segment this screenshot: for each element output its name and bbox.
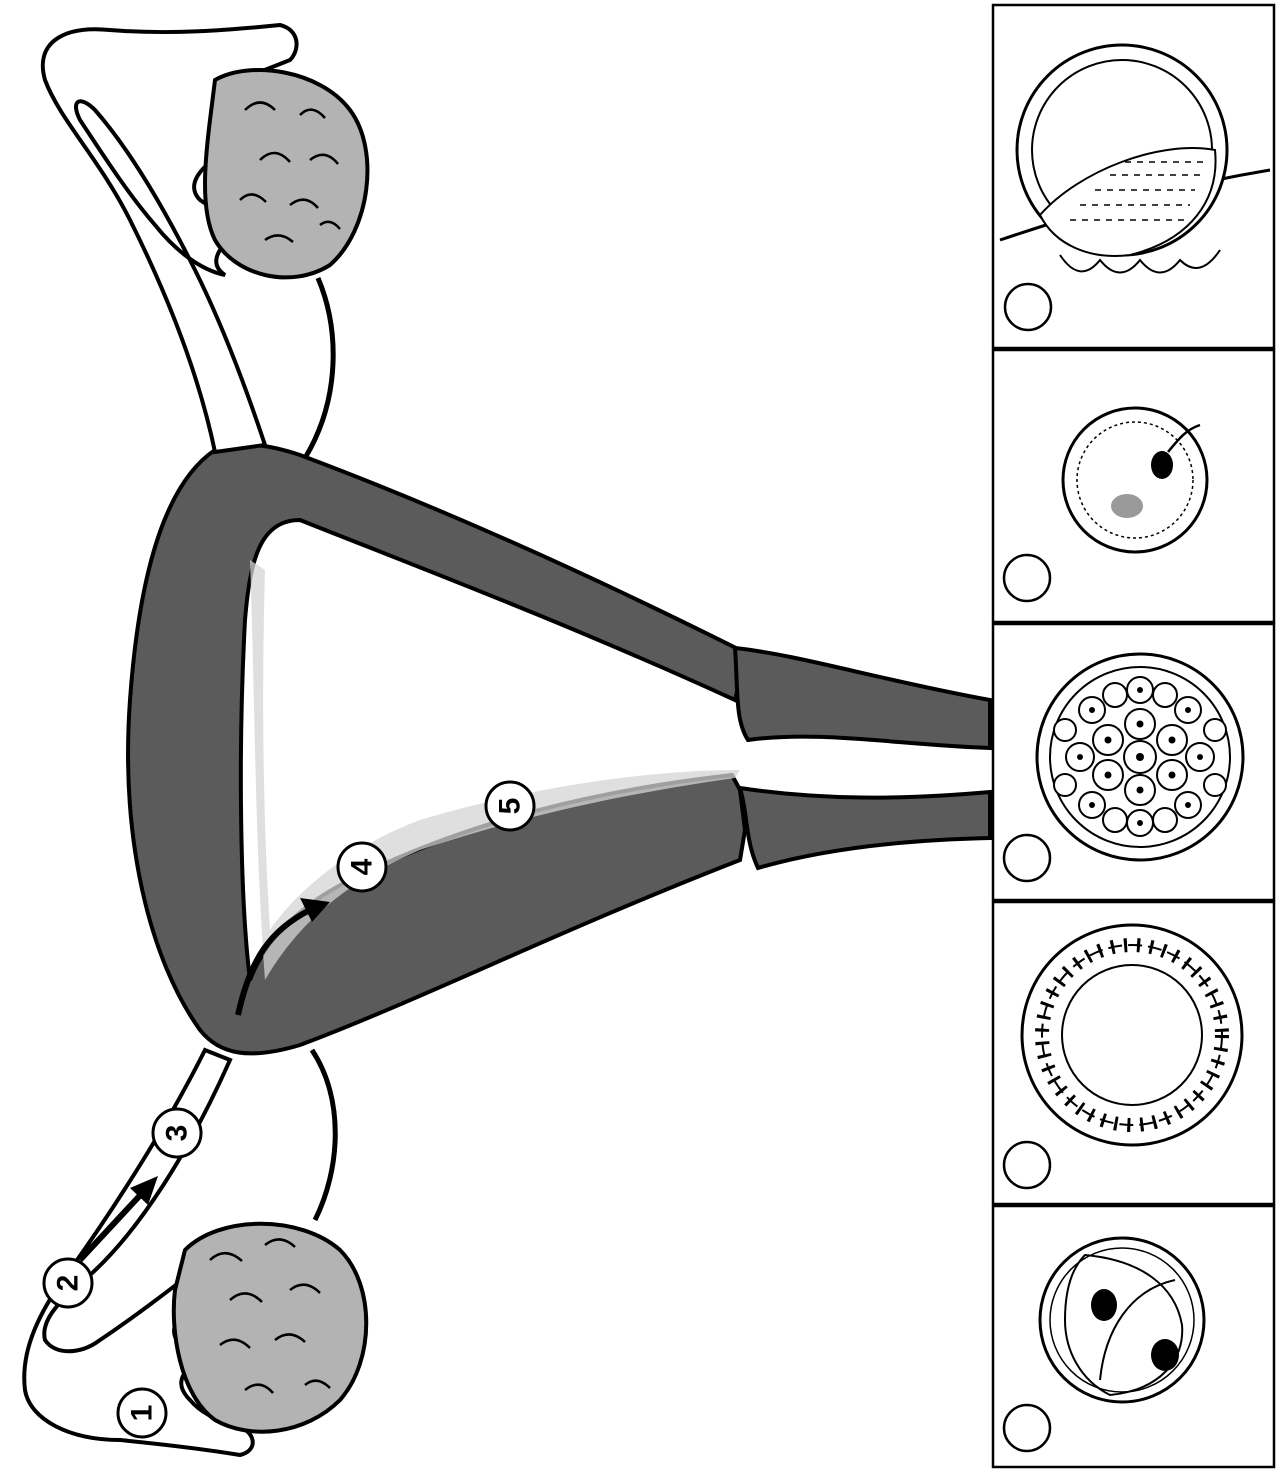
answer-circle-1[interactable] [1005, 284, 1051, 330]
step-number-5: 5 [494, 798, 527, 815]
uterus-wall [128, 445, 745, 1054]
panel-implanting-blastocyst [993, 5, 1274, 348]
panel-two-cell-stage [993, 1206, 1274, 1467]
answer-circle-2[interactable] [1004, 555, 1050, 601]
upper-ovary [205, 70, 367, 277]
step-number-1: 1 [126, 1405, 159, 1422]
panel-fertilized-egg [993, 350, 1274, 622]
step-label-3: 3 [153, 1109, 201, 1157]
step-number-2: 2 [52, 1275, 85, 1292]
step-label-1: 1 [118, 1389, 166, 1437]
step-label-5: 5 [486, 782, 534, 830]
lower-ovary [174, 1224, 366, 1432]
lower-ovarian-ligament [312, 1050, 335, 1220]
vaginal-wall-bottom [740, 788, 990, 868]
answer-circle-5[interactable] [1004, 1405, 1050, 1451]
upper-ovarian-ligament [305, 278, 333, 458]
step-number-4: 4 [346, 858, 379, 875]
answer-circle-4[interactable] [1004, 1142, 1050, 1188]
panel-blastocyst [993, 902, 1274, 1204]
step-number-3: 3 [161, 1125, 194, 1142]
panel-morula [993, 624, 1274, 900]
vaginal-wall-top [735, 648, 990, 748]
step-label-4: 4 [338, 843, 386, 891]
answer-circle-3[interactable] [1004, 835, 1050, 881]
step-label-2: 2 [44, 1259, 92, 1307]
